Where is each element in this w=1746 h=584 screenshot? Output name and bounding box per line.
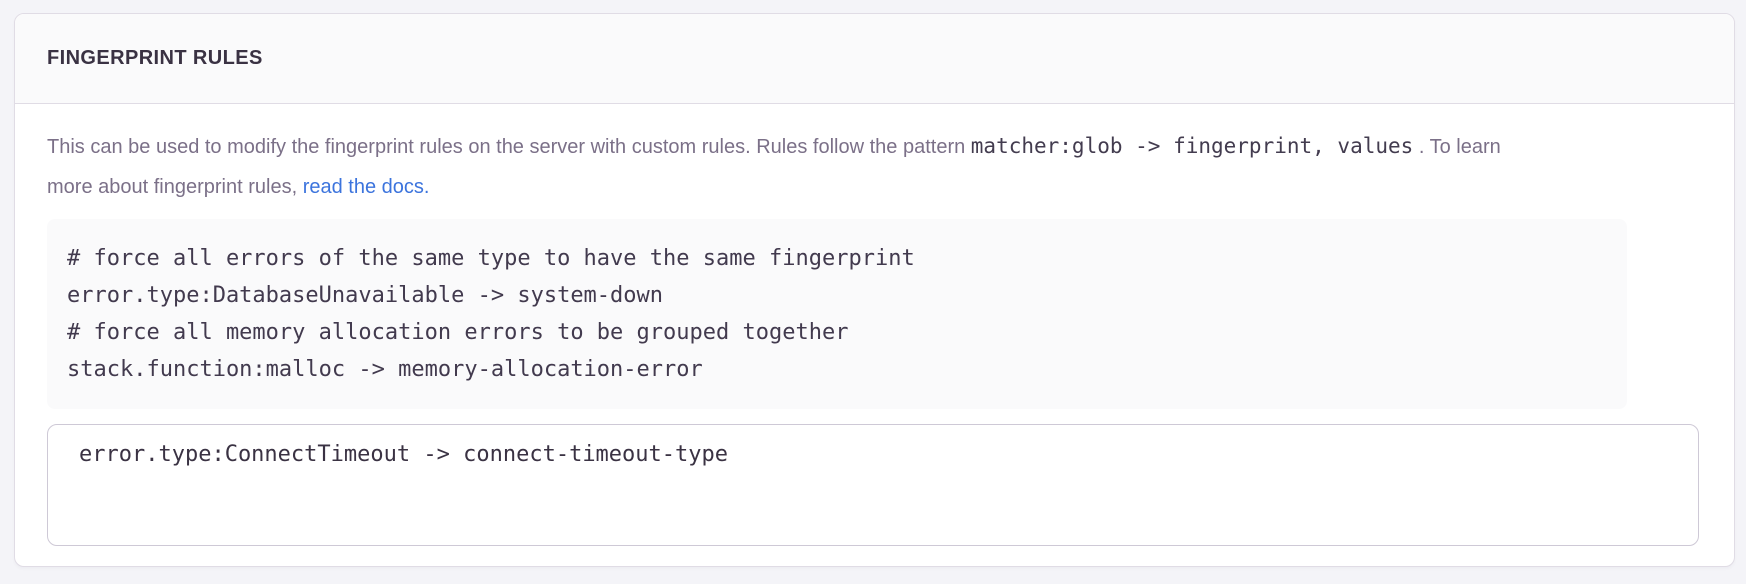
panel-body: This can be used to modify the fingerpri… [15,104,1734,576]
example-code-block: # force all errors of the same type to h… [47,219,1627,409]
description-after-code: . To learn more about fingerprint rules, [47,136,1501,198]
pattern-inline-code: matcher:glob -> fingerprint, values [970,134,1414,158]
fingerprint-rules-textarea[interactable]: error.type:ConnectTimeout -> connect-tim… [47,424,1699,546]
read-the-docs-link[interactable]: read the docs. [302,176,430,198]
fingerprint-rules-panel: FINGERPRINT RULES This can be used to mo… [14,13,1735,567]
description-before-code: This can be used to modify the fingerpri… [47,136,971,158]
panel-title: FINGERPRINT RULES [47,47,263,69]
panel-header: FINGERPRINT RULES [15,14,1734,104]
description-text: This can be used to modify the fingerpri… [47,126,1517,207]
